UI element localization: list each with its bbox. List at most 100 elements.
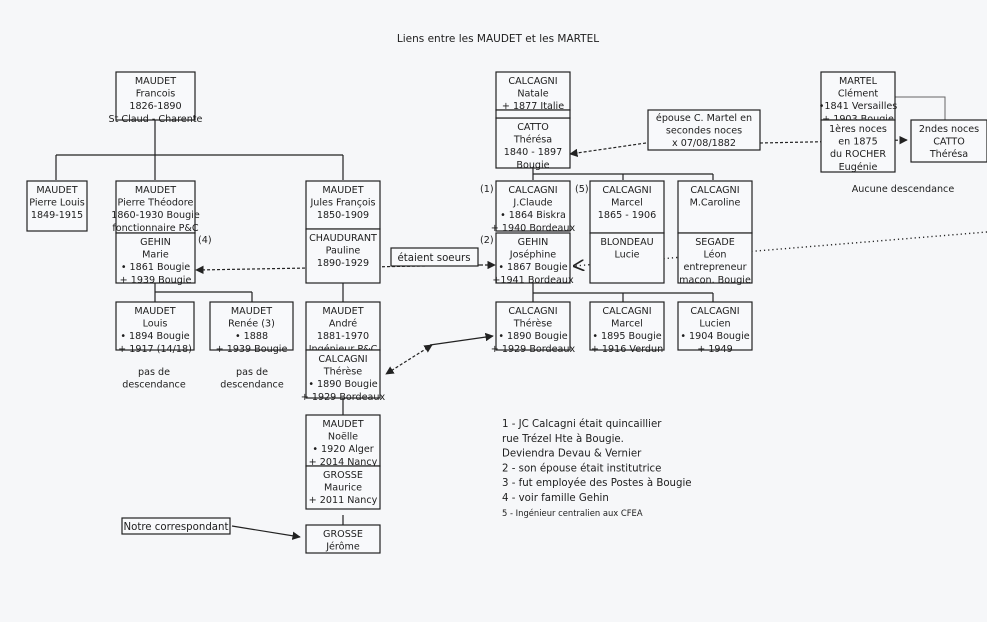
person-lucien-line-2: • 1904 Bougie bbox=[680, 331, 749, 342]
aucune-descendance: Aucune descendance bbox=[852, 184, 955, 195]
person-therese-a-line-2: • 1890 Bougie bbox=[308, 379, 377, 390]
person-louis-line-1: Louis bbox=[143, 319, 168, 330]
person-natale-line-0: CALCAGNI bbox=[508, 76, 557, 87]
person-segade-line-2: entrepreneur bbox=[683, 262, 746, 273]
person-jerome-line-0: GROSSE bbox=[323, 529, 363, 540]
box-frame bbox=[495, 71, 571, 111]
person-josephine-line-2: • 1867 Bougie bbox=[498, 262, 567, 273]
person-segade-line-0: SEGADE bbox=[695, 237, 735, 248]
box-frame bbox=[589, 301, 665, 351]
person-caroline-line-1: M.Caroline bbox=[690, 198, 741, 209]
person-lucien-line-1: Lucien bbox=[699, 319, 730, 330]
person-jerome-line-1: Jérôme bbox=[325, 541, 360, 553]
person-natale-line-1: Natale bbox=[517, 89, 548, 100]
person-andre-line-2: 1881-1970 bbox=[317, 331, 369, 342]
person-theresa-line-1: Thérésa bbox=[513, 134, 552, 146]
person-therese-b-line-2: • 1890 Bougie bbox=[498, 331, 567, 342]
person-blondeau-line-1: Lucie bbox=[614, 250, 639, 261]
catto-children-line bbox=[532, 168, 714, 180]
marker-m2: (2) bbox=[480, 235, 494, 246]
epouse-arrow-left bbox=[569, 142, 647, 158]
person-renee-line-0: MAUDET bbox=[231, 306, 272, 317]
theodore-children-line bbox=[154, 283, 253, 302]
etaient-soeurs-label: étaient soeurs bbox=[390, 247, 479, 267]
person-theresa-line-0: CATTO bbox=[517, 122, 549, 133]
box-frame bbox=[305, 465, 381, 510]
box-frame bbox=[305, 301, 381, 351]
person-josephine-line-3: +1941 Bordeaux bbox=[492, 275, 574, 286]
person-theresa-line-3: Bougie bbox=[516, 160, 549, 171]
person-noelle-line-1: Noëlle bbox=[328, 432, 358, 443]
person-chaudurant-line-0: CHAUDURANT bbox=[309, 233, 377, 244]
person-lucien-line-3: + 1949 bbox=[697, 344, 733, 355]
box-frame bbox=[305, 524, 381, 554]
person-box-blondeau[interactable]: BLONDEAU Lucie bbox=[589, 232, 665, 284]
person-louis-line-2: • 1894 Bougie bbox=[120, 331, 189, 342]
person-pierre-theodore-line-0: MAUDET bbox=[135, 185, 176, 196]
person-blondeau-line-0: BLONDEAU bbox=[600, 237, 653, 248]
person-chaudurant-line-2: 1890-1929 bbox=[317, 258, 369, 269]
person-maurice-line-1: Maurice bbox=[324, 483, 362, 494]
connectors bbox=[55, 96, 946, 525]
box-frame bbox=[115, 71, 196, 121]
person-theresa-line-2: 1840 - 1897 bbox=[504, 147, 562, 158]
person-chaudurant-line-1: Pauline bbox=[326, 246, 361, 257]
person-segade-line-3: macon. Bougie bbox=[679, 275, 751, 286]
person-andre-line-0: MAUDET bbox=[322, 306, 363, 317]
person-therese-a-line-1: Thérèse bbox=[323, 366, 362, 378]
box-frame bbox=[820, 71, 896, 121]
footnote-0: 1 - JC Calcagni était quincaillier bbox=[502, 418, 662, 430]
box-frame bbox=[305, 180, 381, 230]
person-lucien-line-0: CALCAGNI bbox=[690, 306, 739, 317]
person-francois-line-0: MAUDET bbox=[135, 76, 176, 87]
person-therese-b-line-3: + 1929 Bordeaux bbox=[491, 344, 576, 355]
person-segade-line-1: Léon bbox=[703, 249, 726, 261]
person-marcel-b-line-0: CALCAGNI bbox=[602, 306, 651, 317]
therese-link-arrow bbox=[385, 344, 433, 375]
person-box-lucien[interactable]: CALCAGNI Lucien• 1904 Bougie + 1949 bbox=[677, 301, 753, 355]
person-therese-a-line-3: + 1929 Bordeaux bbox=[301, 392, 386, 403]
person-maurice-line-2: + 2011 Nancy bbox=[309, 495, 378, 506]
person-rocher-line-2: du ROCHER bbox=[830, 149, 886, 160]
box-frame bbox=[115, 232, 196, 284]
person-catto-2-line-1: CATTO bbox=[933, 137, 965, 148]
etaient-soeurs-text: étaient soeurs bbox=[397, 252, 470, 264]
person-catto-2-line-0: 2ndes noces bbox=[919, 124, 979, 135]
box-frame bbox=[26, 180, 88, 232]
person-gehin-marie-line-1: Marie bbox=[142, 250, 169, 261]
pas-descendance-louis-line-0: pas de bbox=[138, 367, 170, 378]
notre-correspondant-text: Notre correspondant bbox=[123, 522, 228, 533]
person-therese-a-line-0: CALCAGNI bbox=[318, 354, 367, 365]
person-rocher-line-1: en 1875 bbox=[838, 137, 877, 148]
person-marcel-b-line-1: Marcel bbox=[611, 319, 643, 330]
person-catto-2-line-2: Thérésa bbox=[929, 148, 968, 160]
